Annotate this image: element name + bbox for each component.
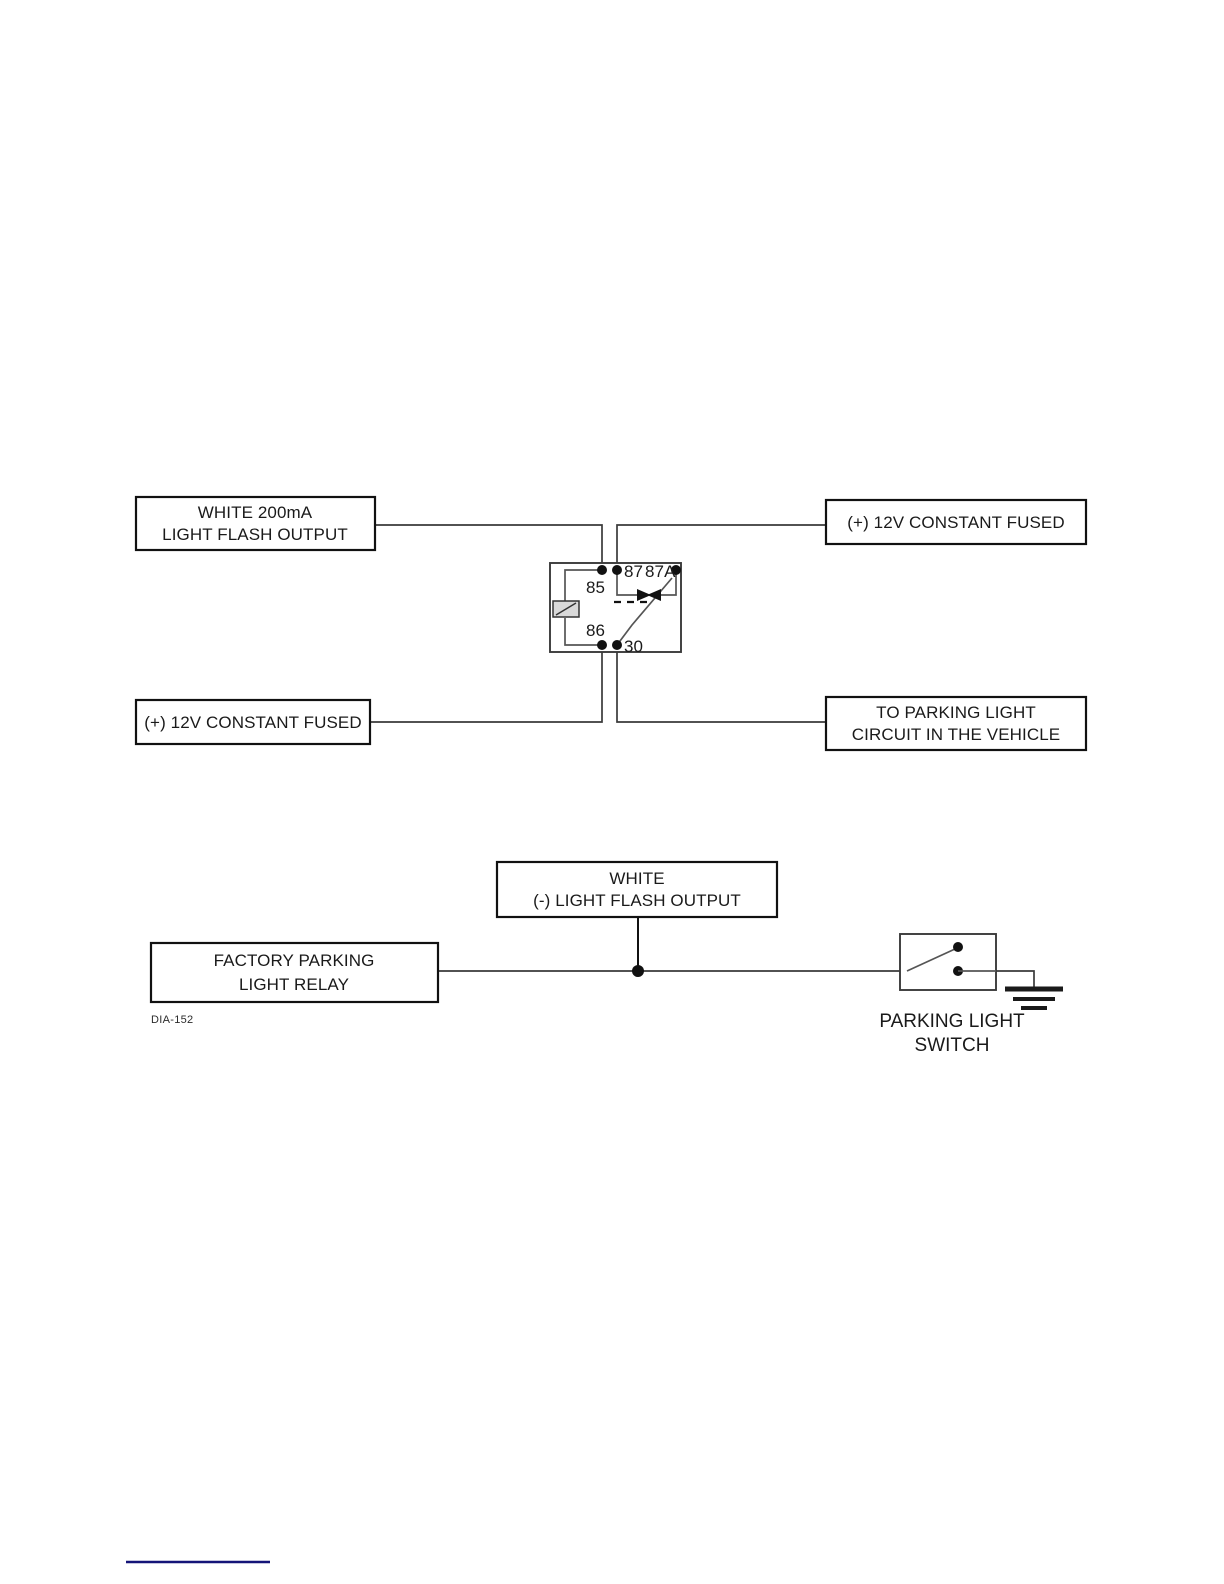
box-12v-bottom-left-line1: (+) 12V CONSTANT FUSED	[144, 713, 361, 732]
box-parking-circuit-line2: CIRCUIT IN THE VEHICLE	[852, 725, 1060, 744]
relay-pin-87-label: 87	[624, 562, 643, 581]
relay-pin-30-label: 30	[624, 637, 643, 656]
diagram-reference-label: DIA-152	[151, 1014, 193, 1026]
box-12v-top-right-line1: (+) 12V CONSTANT FUSED	[847, 513, 1064, 532]
wire-switch-to-ground	[996, 970, 1035, 988]
switch-contact-upper-dot	[953, 942, 963, 952]
box-white-200ma-line1: WHITE 200mA	[198, 503, 313, 522]
box-12v-constant-fused-bottom-left: (+) 12V CONSTANT FUSED	[134, 698, 372, 746]
box-white-negative-line2: (-) LIGHT FLASH OUTPUT	[533, 891, 741, 910]
switch-label-line2: SWITCH	[915, 1035, 990, 1056]
switch-label-line1: PARKING LIGHT	[879, 1011, 1025, 1032]
box-white-200ma-light-flash-output: WHITE 200mA LIGHT FLASH OUTPUT	[134, 495, 377, 552]
box-white-negative-line1: WHITE	[609, 869, 664, 888]
ground-symbol	[1005, 986, 1063, 1010]
relay-pin-87-dot	[612, 565, 622, 575]
box-white-negative-light-flash-output: WHITE (-) LIGHT FLASH OUTPUT	[495, 860, 779, 919]
relay-pin-86-label: 86	[586, 621, 605, 640]
relay-pin-86-dot	[597, 640, 607, 650]
box-factory-parking-light-relay: FACTORY PARKING LIGHT RELAY	[149, 941, 440, 1004]
box-parking-circuit-line1: TO PARKING LIGHT	[876, 703, 1036, 722]
relay-pin-85-dot	[597, 565, 607, 575]
box-factory-relay-line2: LIGHT RELAY	[239, 975, 349, 994]
box-12v-constant-fused-top-right: (+) 12V CONSTANT FUSED	[824, 498, 1088, 546]
box-to-parking-light-circuit: TO PARKING LIGHT CIRCUIT IN THE VEHICLE	[824, 695, 1088, 752]
relay-pin-85-label: 85	[586, 578, 605, 597]
relay-pin-87a-dot	[671, 565, 681, 575]
box-white-200ma-line2: LIGHT FLASH OUTPUT	[162, 525, 348, 544]
junction-dot	[632, 965, 644, 977]
relay-pin-30-dot	[612, 640, 622, 650]
parking-light-switch	[899, 933, 997, 991]
wire-white-output-to-pin85	[375, 524, 603, 570]
relay-pin-87a-label: 87A	[645, 562, 676, 581]
wire-12v-constant-to-pin86	[370, 645, 603, 723]
box-factory-relay-line1: FACTORY PARKING	[214, 951, 375, 970]
relay-module: 85 87 87A 86 30	[549, 562, 682, 656]
